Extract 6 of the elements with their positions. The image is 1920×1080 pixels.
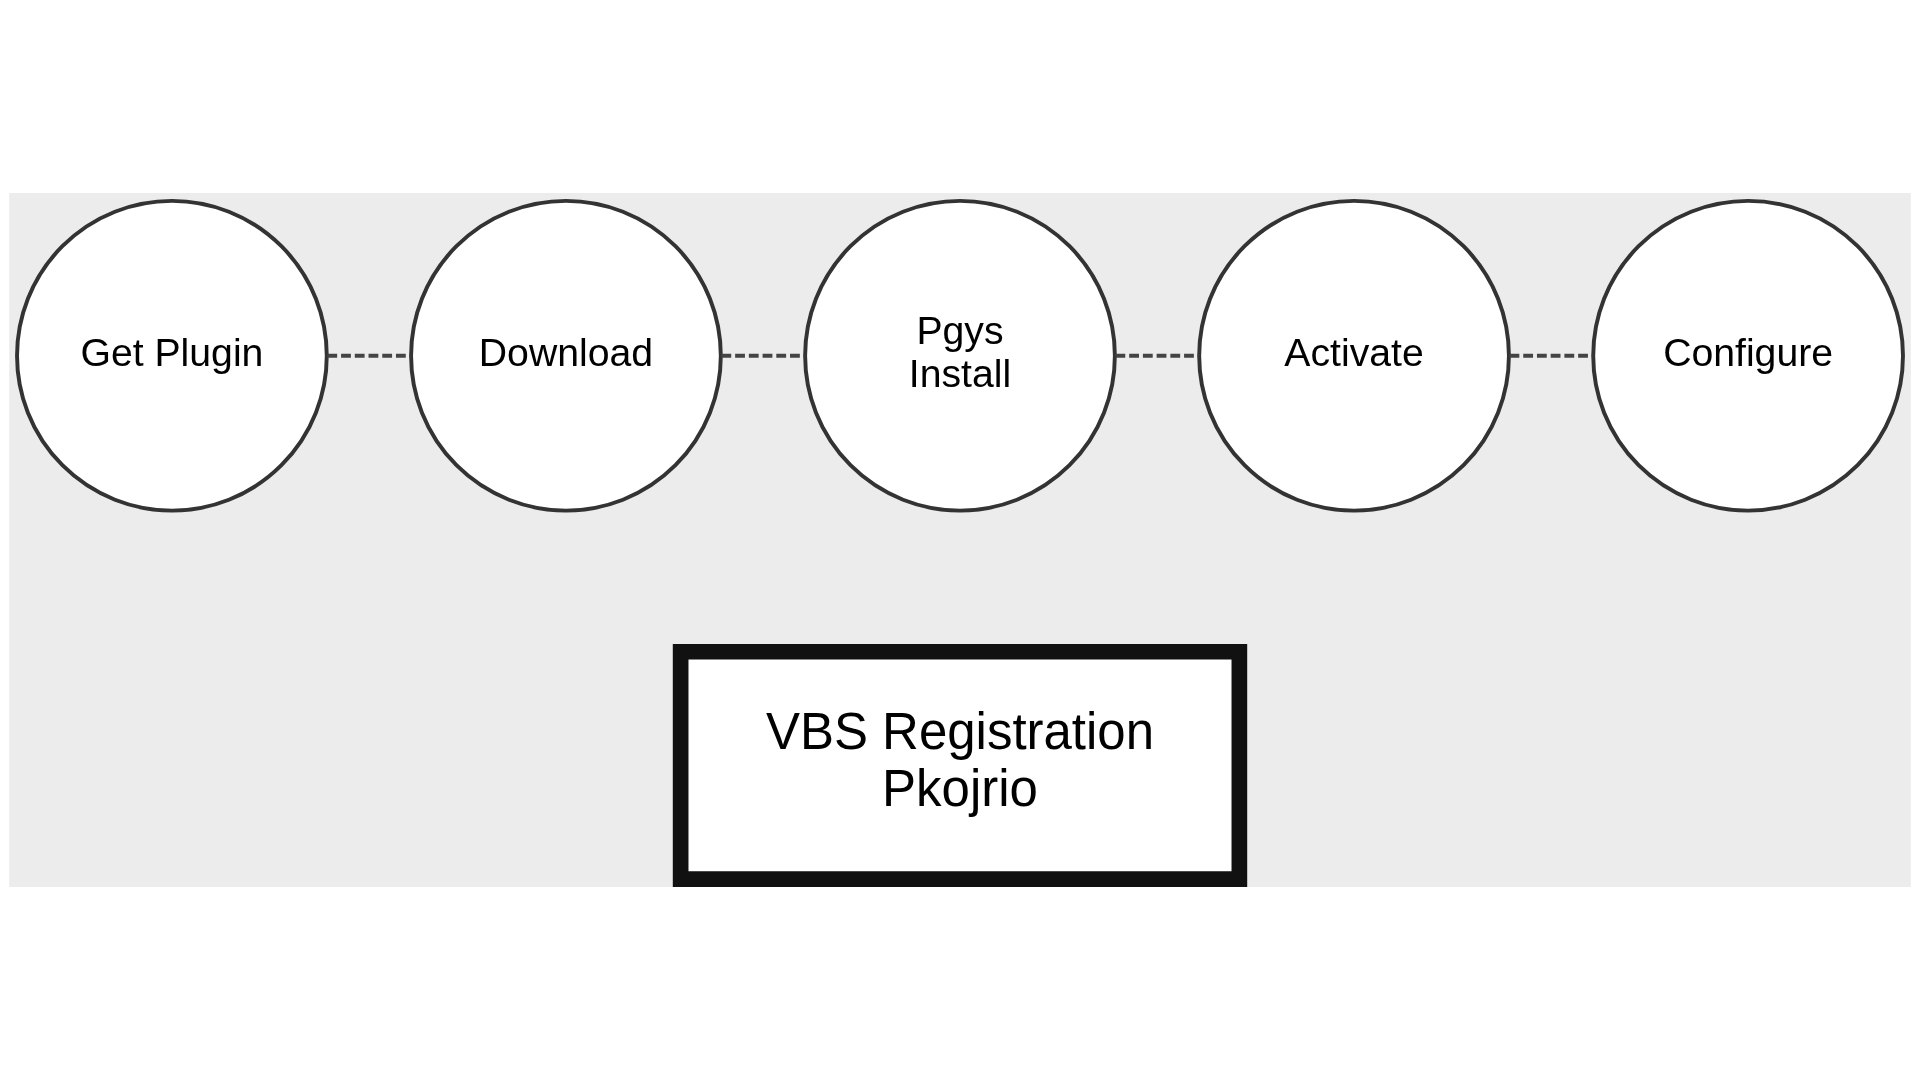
node-circle: Download xyxy=(409,198,723,513)
node-circle: Pgys Install xyxy=(803,198,1117,513)
node-circle: Activate xyxy=(1197,198,1511,513)
node-box: VBS Registration Pkojrio xyxy=(672,643,1248,887)
node-circle: Configure xyxy=(1591,198,1905,513)
node-circle: Get Plugin xyxy=(15,198,329,513)
